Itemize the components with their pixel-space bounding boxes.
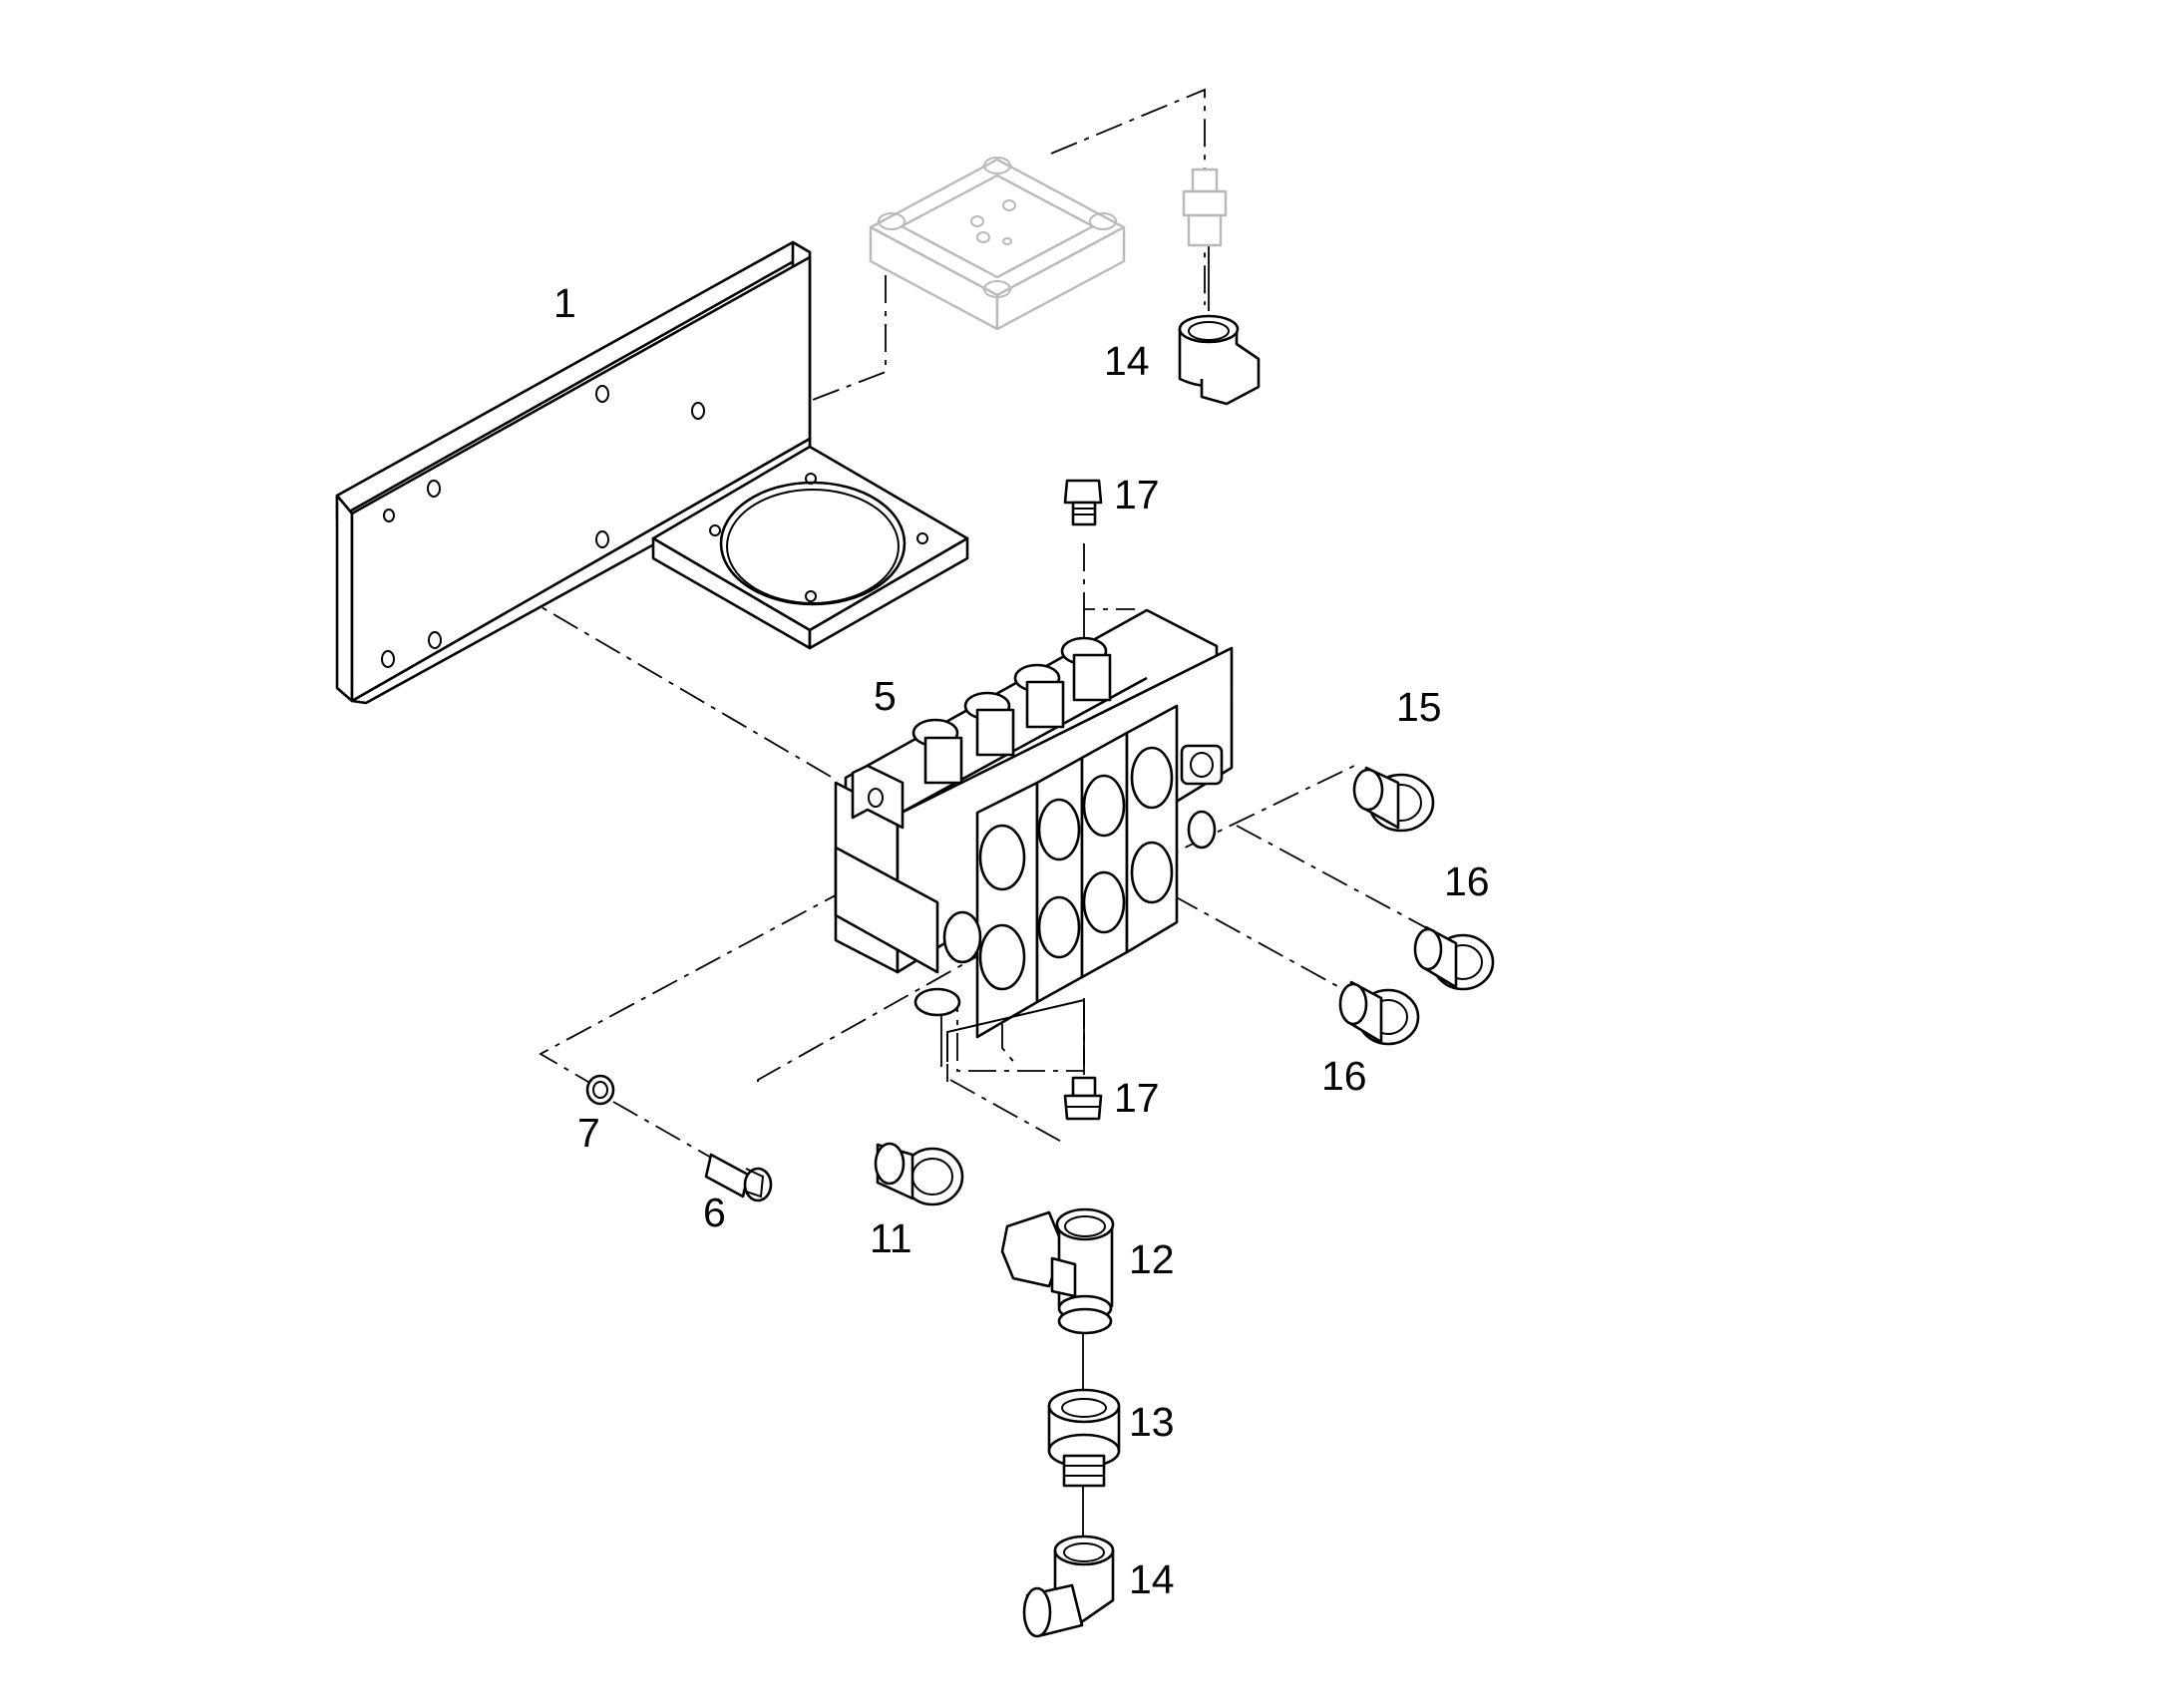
fitting-16-upper	[1413, 925, 1495, 991]
callout-17-top: 17	[1114, 472, 1160, 517]
callout-13: 13	[1129, 1399, 1175, 1445]
mounting-bracket	[335, 240, 969, 705]
elbow-fitting-bottom	[1022, 1535, 1115, 1638]
fitting-16-lower	[1338, 980, 1420, 1046]
valve-block	[834, 608, 1234, 1062]
callout-7: 7	[577, 1110, 600, 1156]
washer-7	[585, 1074, 615, 1106]
elbow-fitting-top	[1178, 314, 1261, 406]
callout-16-upper: 16	[1444, 858, 1490, 904]
callout-5: 5	[874, 673, 897, 719]
callout-6: 6	[703, 1190, 726, 1235]
tee-fitting-12	[1000, 1207, 1115, 1335]
callout-12: 12	[1129, 1236, 1175, 1282]
callout-14-bottom: 14	[1129, 1556, 1175, 1602]
fitting-11	[874, 1142, 964, 1206]
callout-14-top: 14	[1104, 338, 1150, 384]
callout-labels: 1 5 6 7 11 12 13 14 14 15 16 16 17 17	[553, 280, 1490, 1602]
callout-16-lower: 16	[1321, 1053, 1367, 1099]
callout-15: 15	[1396, 684, 1442, 730]
fitting-15	[1352, 766, 1435, 833]
reducer-13	[1047, 1388, 1121, 1488]
callout-1: 1	[553, 280, 576, 326]
plug-bottom	[1063, 1076, 1103, 1121]
callout-17-bottom: 17	[1114, 1075, 1160, 1121]
cover-plate-ghost	[869, 157, 1126, 331]
cap-screw-6	[704, 1153, 773, 1202]
fitting-ghost	[1182, 168, 1228, 247]
plug-top	[1063, 479, 1103, 526]
callout-11: 11	[870, 1215, 912, 1261]
